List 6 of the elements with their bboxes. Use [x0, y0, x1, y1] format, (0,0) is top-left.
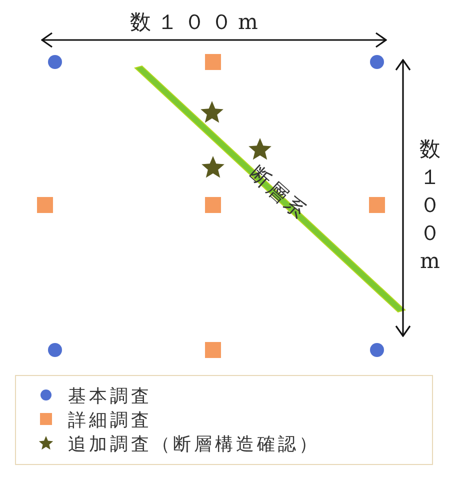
dimension-label: 数１００m	[418, 136, 442, 275]
legend-label: 基本調査	[68, 385, 152, 408]
fault-label: 断層系	[244, 160, 314, 226]
dimension-label: 数１００m	[130, 9, 264, 36]
legend-label: 詳細調査	[68, 409, 152, 432]
legend-label: 追加調査（断層構造確認）	[68, 433, 320, 456]
